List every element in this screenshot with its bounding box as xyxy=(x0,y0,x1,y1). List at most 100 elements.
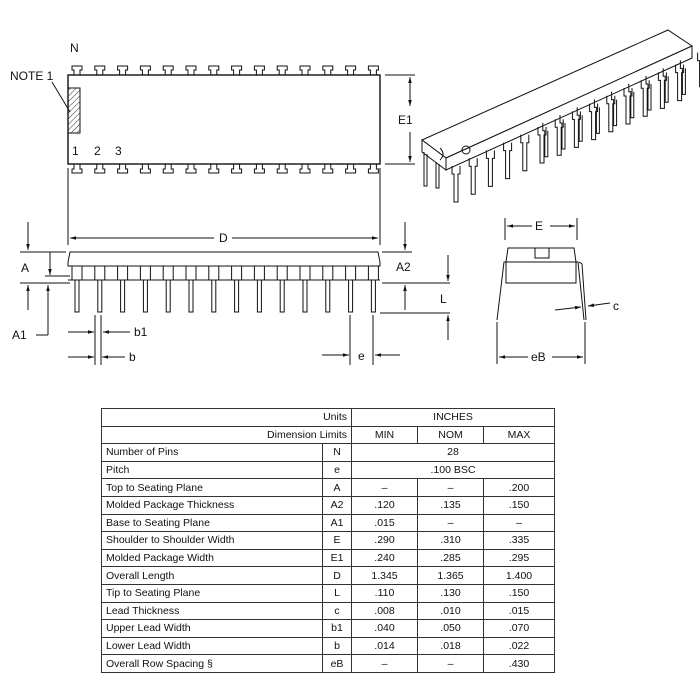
bottom-pin xyxy=(185,164,197,174)
iso-lead xyxy=(606,95,616,133)
dimension-symbol: E xyxy=(322,531,352,550)
min-value: .290 xyxy=(351,531,418,550)
dimension-table: Units INCHES Dimension Limits MIN NOM MA… xyxy=(101,408,555,673)
side-lead xyxy=(139,266,151,313)
min-value: .040 xyxy=(351,619,418,638)
top-pin xyxy=(367,65,379,75)
nom-value: .010 xyxy=(417,601,484,621)
max-value: .335 xyxy=(483,531,555,550)
max-value: 1.400 xyxy=(483,566,555,585)
iso-lead xyxy=(623,88,633,125)
dimension-name: Molded Package Width xyxy=(101,548,323,568)
iso-lead xyxy=(520,134,530,172)
top-view xyxy=(51,65,415,245)
nom-value: .018 xyxy=(417,636,484,656)
units-value: INCHES xyxy=(351,408,555,427)
label-note1: NOTE 1 xyxy=(10,69,54,83)
label-e: e xyxy=(358,349,365,363)
label-n: N xyxy=(70,41,79,55)
limits-row: Dimension Limits MIN NOM MAX xyxy=(101,425,555,445)
label-a2: A2 xyxy=(396,260,411,274)
dimension-symbol: c xyxy=(322,601,352,621)
min-value: .008 xyxy=(351,601,418,621)
side-lead xyxy=(299,266,311,313)
dimension-name: Base to Seating Plane xyxy=(101,513,323,533)
side-lead xyxy=(185,266,197,313)
min-value: – xyxy=(351,478,418,497)
iso-lead xyxy=(468,158,478,195)
label-pin2: 2 xyxy=(94,144,101,158)
top-pin xyxy=(139,65,151,75)
dimension-symbol: A1 xyxy=(322,513,352,533)
min-header: MIN xyxy=(351,425,418,445)
nom-header: NOM xyxy=(417,425,484,445)
units-row: Units INCHES xyxy=(101,408,555,427)
label-l: L xyxy=(440,292,447,306)
dimension-symbol: e xyxy=(322,460,352,480)
side-lead xyxy=(231,266,243,313)
dimension-name: Shoulder to Shoulder Width xyxy=(101,531,323,550)
iso-lead xyxy=(451,166,461,203)
nom-value: – xyxy=(417,654,484,673)
bottom-pin xyxy=(299,164,311,174)
max-value: .015 xyxy=(483,601,555,621)
side-lead xyxy=(162,266,174,313)
dimension-symbol: A2 xyxy=(322,495,352,515)
dimension-symbol: b1 xyxy=(322,619,352,638)
max-value: .070 xyxy=(483,619,555,638)
iso-lead xyxy=(485,150,495,187)
label-pin1: 1 xyxy=(72,144,79,158)
end-view xyxy=(496,218,611,364)
nom-value: – xyxy=(417,478,484,497)
min-value: .015 xyxy=(351,513,418,533)
units-label: Units xyxy=(101,408,352,427)
iso-lead xyxy=(675,64,685,102)
dimension-name: Lower Lead Width xyxy=(101,636,323,656)
dimension-name: Number of Pins xyxy=(101,443,323,462)
top-pin xyxy=(185,65,197,75)
min-value: .240 xyxy=(351,548,418,568)
dimension-symbol: L xyxy=(322,583,352,603)
dimension-symbol: eB xyxy=(322,654,352,673)
nom-value: .050 xyxy=(417,619,484,638)
label-e1: E1 xyxy=(398,113,413,127)
iso-back-lead xyxy=(645,76,652,111)
dimension-name: Pitch xyxy=(101,460,323,480)
dimension-name: Top to Seating Plane xyxy=(101,478,323,497)
top-pin xyxy=(231,65,243,75)
dimension-value: .100 BSC xyxy=(351,460,555,480)
side-lead xyxy=(208,266,220,313)
max-value: .430 xyxy=(483,654,555,673)
iso-back-lead xyxy=(662,68,669,103)
isometric-view xyxy=(421,29,700,203)
max-value: .150 xyxy=(483,495,555,515)
bottom-pin xyxy=(367,164,379,174)
iso-back-lead xyxy=(576,107,583,142)
side-lead xyxy=(322,266,334,313)
iso-end-lead xyxy=(423,152,440,189)
top-pin xyxy=(117,65,129,75)
nom-value: 1.365 xyxy=(417,566,484,585)
iso-lead xyxy=(537,127,547,164)
iso-lead xyxy=(571,111,581,148)
label-c: c xyxy=(613,299,619,313)
label-e-width: E xyxy=(535,219,543,233)
top-pin xyxy=(253,65,265,75)
iso-back-lead xyxy=(628,83,635,119)
iso-back-lead xyxy=(611,91,618,127)
top-pin xyxy=(208,65,220,75)
max-value: .200 xyxy=(483,478,555,497)
min-value: 1.345 xyxy=(351,566,418,585)
bottom-pin xyxy=(162,164,174,174)
top-pin xyxy=(322,65,334,75)
dimension-symbol: E1 xyxy=(322,548,352,568)
nom-value: .310 xyxy=(417,531,484,550)
max-header: MAX xyxy=(483,425,555,445)
